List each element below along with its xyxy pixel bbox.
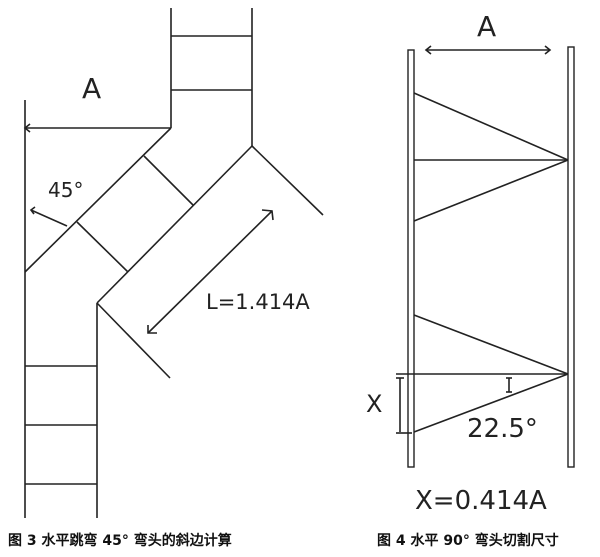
figure4-label-X: X bbox=[366, 390, 383, 418]
figure4-caption: 图 4 水平 90° 弯头切割尺寸 bbox=[377, 533, 559, 549]
figure3-label-A: A bbox=[82, 72, 102, 105]
figure3-caption: 图 3 水平跳弯 45° 弯头的斜边计算 bbox=[8, 533, 232, 549]
figure4-label-A: A bbox=[477, 10, 497, 43]
figure4-rails bbox=[407, 46, 575, 468]
figure4-formula: X=0.414A bbox=[415, 486, 547, 516]
figure3-label-L: L=1.414A bbox=[206, 290, 310, 314]
figure4-dimension-X bbox=[396, 377, 512, 434]
figure4-cuts bbox=[396, 92, 569, 433]
figure4-dimension-A bbox=[424, 45, 552, 55]
figure3-diagonal bbox=[24, 127, 324, 379]
figure3-angle-mark bbox=[29, 206, 68, 227]
figure3-arrow-L bbox=[147, 209, 274, 334]
figure3-label-angle: 45° bbox=[48, 178, 84, 202]
figure4-label-angle: 22.5° bbox=[467, 414, 538, 444]
figure3-pipe-top bbox=[170, 8, 253, 146]
figure3-dimension-A bbox=[23, 100, 171, 518]
figure3-pipe-bottom bbox=[25, 303, 98, 518]
